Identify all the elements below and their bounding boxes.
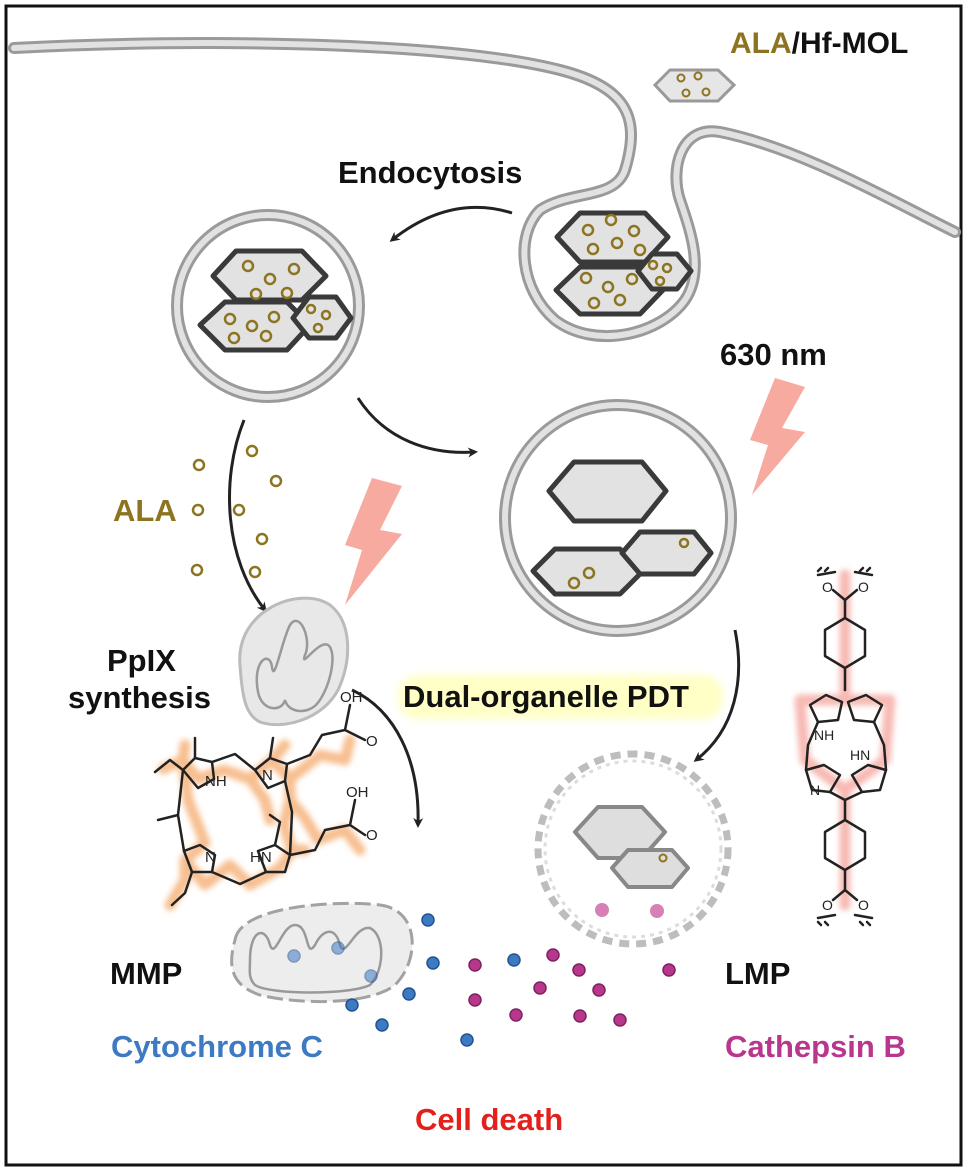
lysosome-mofs [530, 459, 714, 597]
linker-bonds [804, 566, 888, 927]
ppix-oh-top: OH [340, 689, 363, 706]
cathepsin-b-label: Cathepsin B [725, 1029, 906, 1064]
ppix-nh: NH [205, 773, 227, 790]
ppix-o-top: O [366, 733, 378, 750]
lysosome [499, 399, 737, 637]
lysosome-ala [567, 537, 690, 590]
lmp-label: LMP [725, 956, 790, 991]
light-bolt-mitochondrion [345, 478, 402, 605]
invaginating-vesicle-ala [579, 213, 673, 310]
mitochondrion [238, 596, 350, 727]
cytochrome-c-label: Cytochrome C [111, 1029, 323, 1064]
endosome-ala [223, 259, 332, 345]
ala-hf-mol-suffix: /Hf-MOL [792, 27, 909, 60]
dual-pdt-label: Dual-organelle PDT [403, 679, 689, 714]
ppix-atoms: OH O OH O NH N N HN [205, 689, 378, 866]
free-hf-mol-particle [652, 68, 737, 103]
endosome [171, 209, 365, 403]
ala-hf-mol-prefix: ALA [730, 27, 792, 60]
linker-o-bottom-left: O [822, 897, 833, 913]
ala-label: ALA [113, 493, 177, 528]
cell-membrane [8, 37, 961, 343]
cytochrome-c-molecules [287, 913, 521, 1047]
ppix-label-line2: synthesis [68, 680, 211, 715]
damaged-mitochondrion [230, 901, 414, 1004]
lysosome-to-lmp-arrow [693, 629, 741, 762]
ppix-structure: OH O OH O NH N N HN [153, 689, 378, 911]
linker-n: N [810, 782, 820, 798]
ala-hf-mol-label: ALA/Hf-MOL [730, 27, 908, 60]
mitochondrion-to-mmp-arrow [351, 688, 424, 828]
cell-death-label: Cell death [415, 1102, 563, 1137]
endocytosis-arrow [389, 206, 513, 242]
invaginating-vesicle-mofs [553, 210, 694, 317]
cathepsin-b-molecules [468, 948, 676, 1027]
ppix-hn: HN [250, 849, 272, 866]
ala-to-mitochondrion-arrow [228, 419, 267, 613]
linker-o-bottom-right: O [858, 897, 869, 913]
dual-pdt-highlight [398, 675, 723, 719]
endocytosis-label: Endocytosis [338, 155, 522, 190]
endosome-mofs [197, 248, 354, 353]
endosome-to-lysosome-arrow [356, 397, 478, 458]
ppix-o-bottom: O [366, 827, 378, 844]
linker-nh: NH [814, 727, 834, 743]
ppix-oh-bottom: OH [346, 784, 369, 801]
damaged-lysosome [534, 750, 732, 948]
wavelength-label: 630 nm [720, 337, 827, 372]
ppix-glow [157, 734, 366, 911]
ppix-n-left: N [205, 849, 216, 866]
linker-atoms: O O NH N HN O O [810, 579, 870, 913]
linker-o-top-left: O [822, 579, 833, 595]
linker-o-top-right: O [858, 579, 869, 595]
free-ala-molecules [190, 444, 283, 579]
figure-frame [4, 4, 963, 1167]
ppix-n-right: N [262, 767, 273, 784]
mmp-label: MMP [110, 956, 182, 991]
linker-hn: HN [850, 747, 870, 763]
ppix-label-line1: PpIX [107, 643, 176, 678]
porphyrin-linker-structure: O O NH N HN O O [794, 566, 896, 927]
light-bolt-lysosome [750, 378, 805, 495]
ppix-bonds [153, 703, 367, 907]
